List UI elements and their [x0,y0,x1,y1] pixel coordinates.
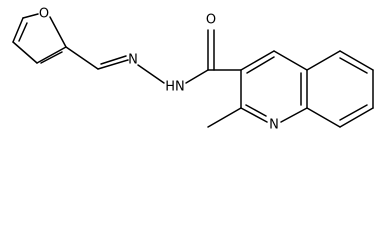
bond-q-c4a-c5 [306,50,341,71]
bond-furan-o-c2 [49,16,67,48]
bond-furan-c2-c3 [36,46,67,64]
bond-q-c8a-n1 [280,107,308,123]
bond-n-nh [137,64,165,84]
bond-q-c5-c6 [339,50,374,71]
hydrazone-linker [65,29,242,84]
quinoline-pyridine-ring [207,50,308,128]
imine-nitrogen-label: N [128,53,138,68]
chemical-structure-diagram: O O N HN N [12,7,374,133]
bond-furan-c3-c4 [12,41,38,64]
bond-furan-c2-c3-double [40,51,63,64]
carbonyl-oxygen-label: O [206,13,216,28]
furan-ring [12,13,67,64]
bond-q-n1-c2 [240,107,268,123]
bond-c2-ch [65,46,99,70]
quinoline-nitrogen-label: N [269,118,279,133]
bond-nh-carbonyl [185,69,209,84]
bond-q-c8-c8a [306,107,341,128]
bond-furan-c4-c5-double [18,22,28,42]
bond-ch-n [97,59,129,70]
furan-oxygen-label: O [39,7,49,22]
bond-furan-c5-o [22,13,39,19]
bond-q-c3-c4-double [246,56,275,74]
bond-furan-c4-c5 [12,17,24,43]
bond-q-n1-c2-double [245,104,267,117]
bond-q-c5-c6-double [339,57,368,74]
bond-q-c4-c4a [273,50,308,71]
bond-q-c7-c8-double [339,104,368,121]
atom-labels: O O N HN N [39,7,279,133]
bond-q-c3-c4 [240,50,275,71]
bond-q-c7-c8 [339,107,374,128]
bond-ch-n-double [100,55,127,65]
amide-nh-label: HN [165,80,185,95]
bond-q-c2-methyl [207,107,242,128]
quinoline-benzene-ring [306,50,374,128]
